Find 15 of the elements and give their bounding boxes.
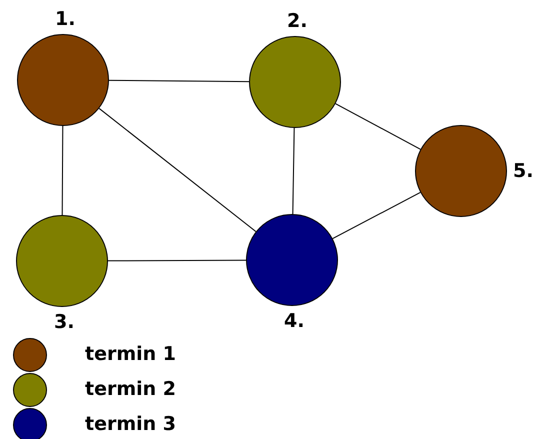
- node-number: 4.: [284, 310, 304, 332]
- connector-line: [292, 128, 295, 214]
- legend-label: termin 2: [85, 378, 176, 400]
- node-number: 3.: [54, 311, 74, 333]
- connector-line: [108, 260, 246, 262]
- node-number: 5.: [513, 160, 534, 182]
- connector-line: [335, 103, 421, 150]
- node-number: 2.: [287, 10, 308, 32]
- legend-label: termin 3: [85, 413, 176, 435]
- connector-line: [332, 192, 421, 240]
- node-number: 1.: [55, 8, 76, 30]
- connector-line: [98, 108, 256, 232]
- connector-line: [62, 126, 64, 216]
- connector-line: [108, 80, 250, 82]
- legend-label: termin 1: [85, 343, 176, 365]
